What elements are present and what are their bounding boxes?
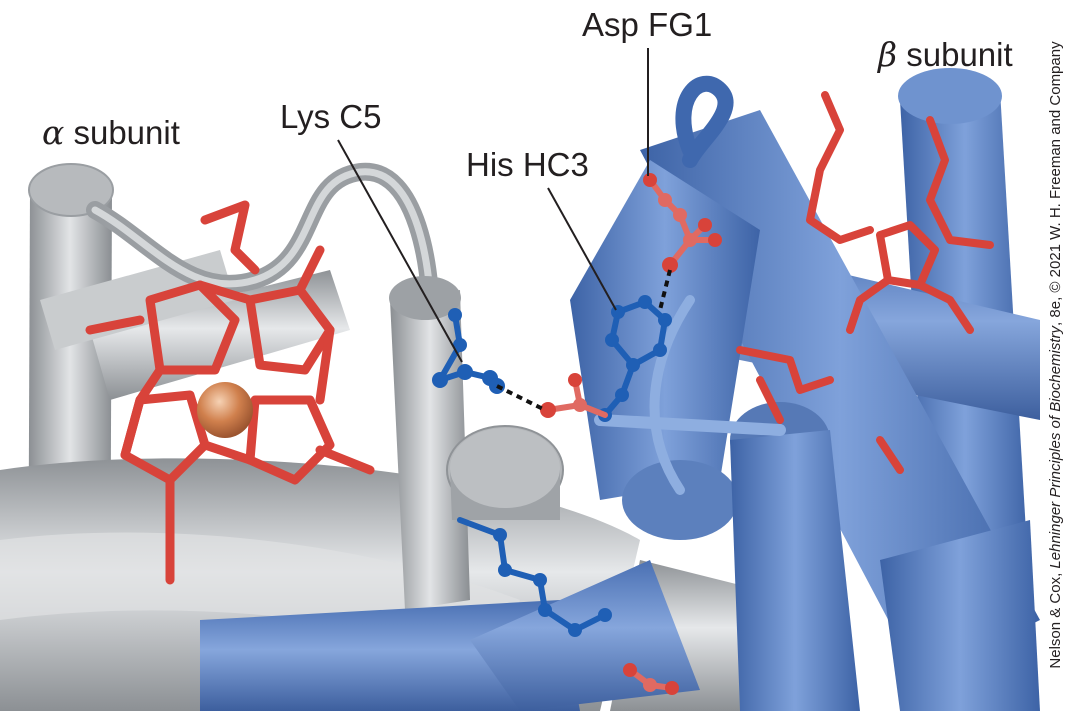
credit-edition: , 8e, © 2021 W. H. Freeman and Company: [1047, 41, 1064, 326]
lower-blue-residue: [457, 517, 612, 637]
lys-leader-line: [337, 139, 463, 363]
alpha-subunit-label: α subunit: [42, 113, 180, 152]
asp-fg1-label: Asp FG1: [582, 6, 712, 43]
his-leader-line: [547, 187, 617, 311]
lys-c5-residue: [432, 308, 505, 394]
his-hc3-residue: [540, 295, 672, 422]
his-hc3-label: His HC3: [466, 146, 589, 183]
lys-c5-label: Lys C5: [280, 98, 381, 135]
beta-heme: [736, 91, 994, 474]
asp-his-bond: [658, 269, 672, 311]
iron-atom: [197, 382, 253, 438]
asp-fg1-residue: [643, 173, 722, 273]
alpha-heme: [85, 200, 375, 585]
lys-carboxylate-bond: [496, 384, 546, 412]
credit-authors: Nelson & Cox,: [1047, 568, 1064, 669]
credit-book-title: Lehninger Principles of Biochemistry: [1047, 325, 1064, 569]
bottom-red-residue: [623, 663, 679, 695]
beta-subunit-label: β subunit: [876, 35, 1013, 74]
